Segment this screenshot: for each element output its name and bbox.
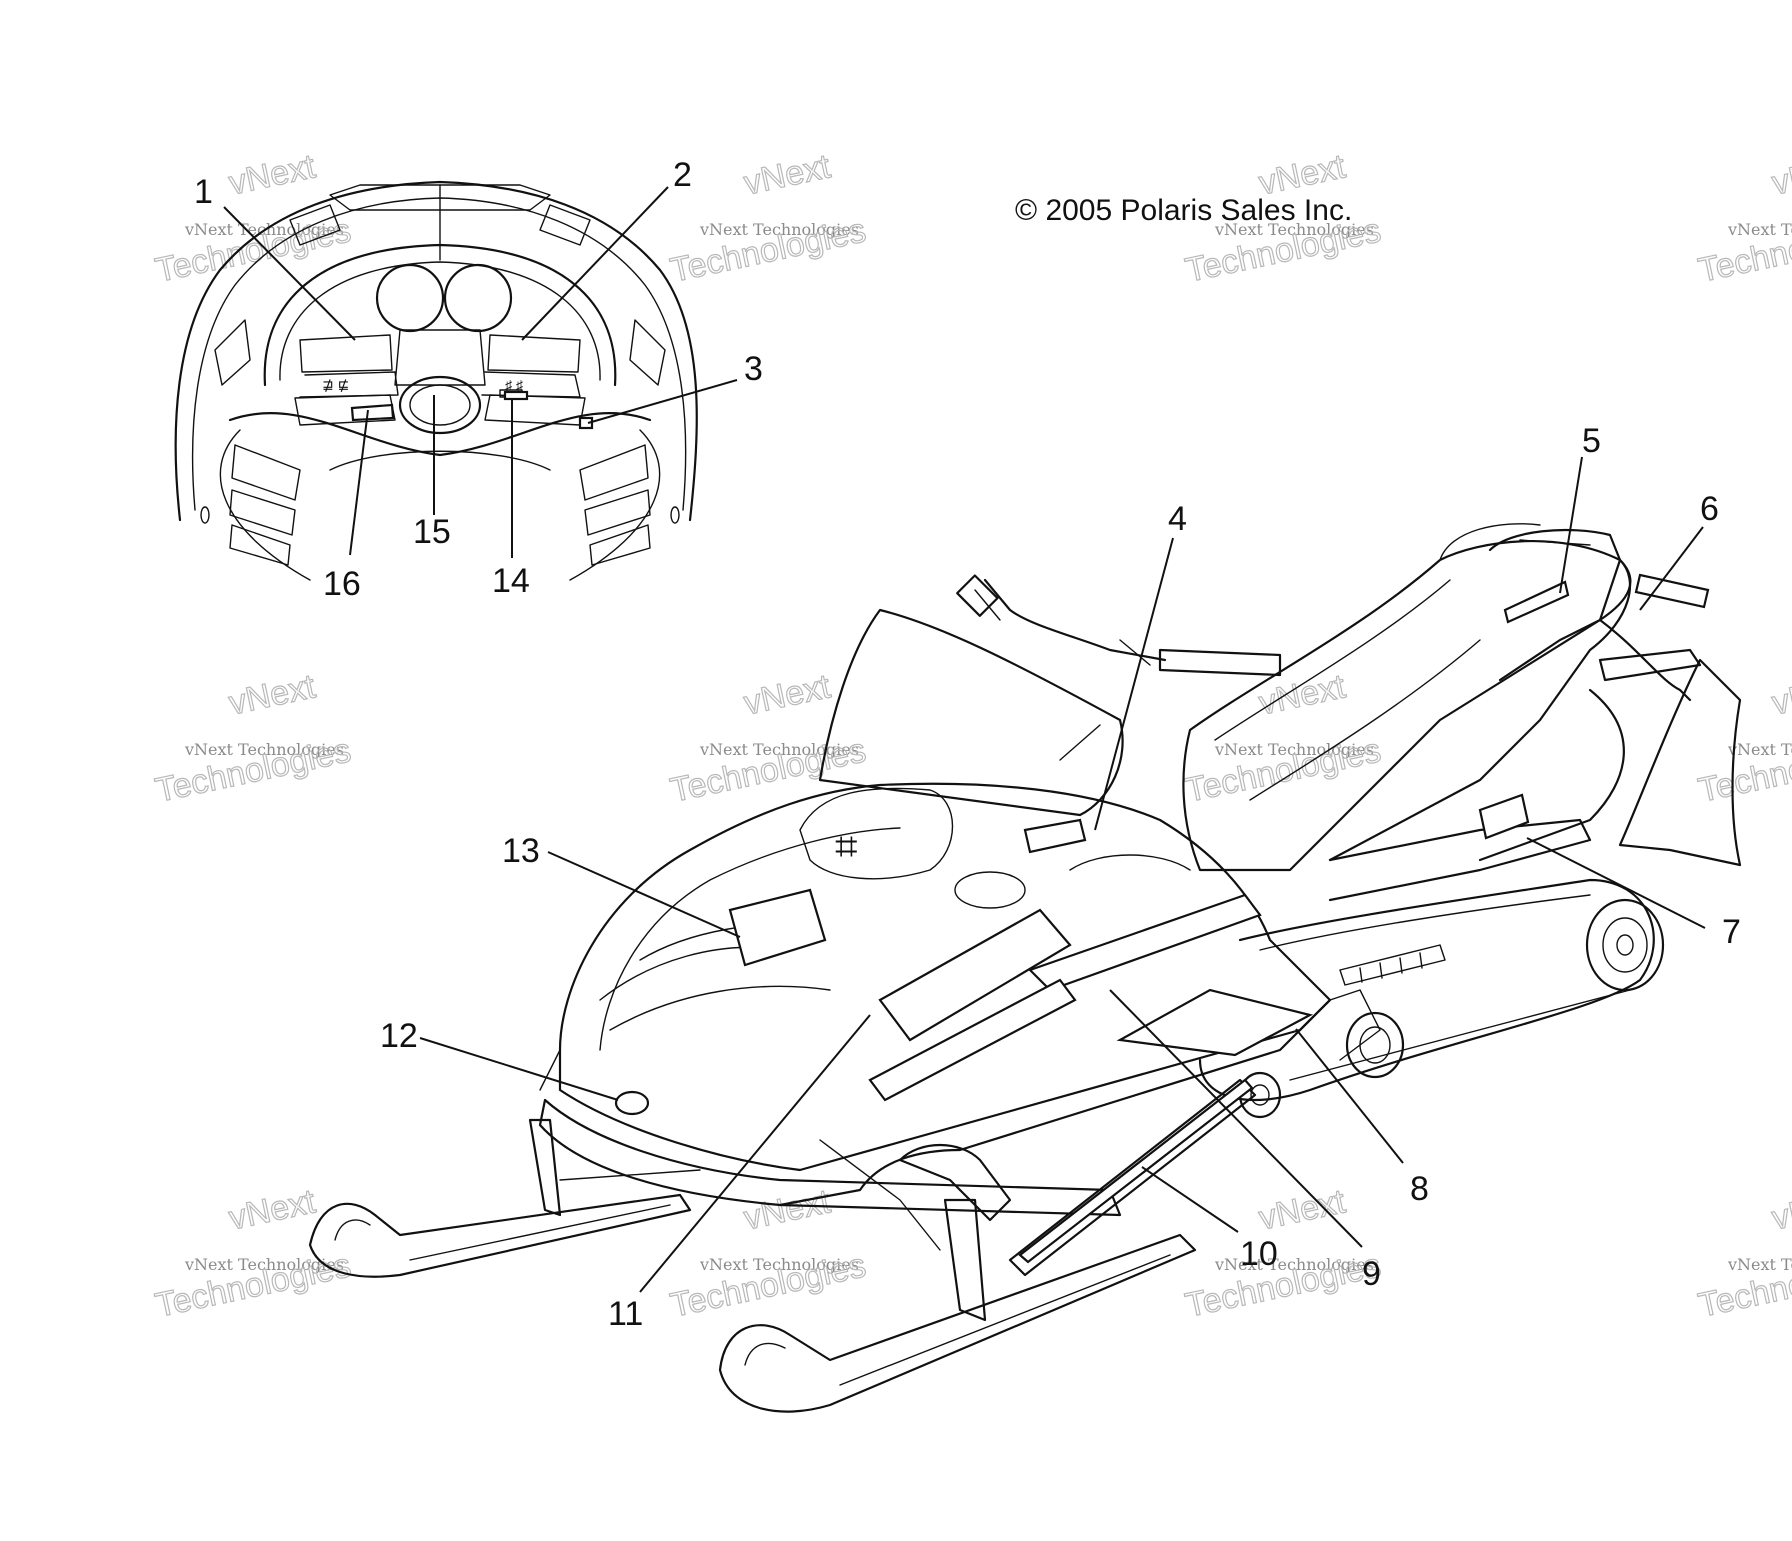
watermark-top: vNext bbox=[741, 1182, 834, 1237]
decal-6 bbox=[1634, 573, 1710, 609]
callout-2: 2 bbox=[673, 156, 692, 194]
decal-4 bbox=[1023, 818, 1087, 854]
watermark-small: vNext Technologies bbox=[1727, 740, 1792, 759]
callout-5: 5 bbox=[1582, 422, 1601, 460]
decal-11b bbox=[868, 978, 1077, 1102]
watermark: vNext vNext Technologies Technologies bbox=[152, 667, 355, 811]
watermark-small: vNext Technologies bbox=[1214, 1255, 1374, 1274]
watermark-top: vNext bbox=[1769, 1182, 1792, 1237]
callout-7: 7 bbox=[1722, 913, 1741, 951]
watermark: vNext vNext Technologies Technologies bbox=[152, 1182, 355, 1326]
watermark-top: vNext bbox=[1769, 667, 1792, 722]
decal-10 bbox=[1018, 1078, 1254, 1264]
watermark-small: vNext Technologies bbox=[1214, 220, 1374, 239]
decal-14 bbox=[503, 390, 529, 401]
callout-14: 14 bbox=[492, 562, 530, 600]
decals bbox=[350, 390, 1710, 1264]
watermark: vNext vNext Technologies Technologies bbox=[1182, 667, 1385, 811]
watermark-top: vNext bbox=[1769, 147, 1792, 202]
watermark: vNext vNext Technologies Technologies bbox=[1695, 1182, 1792, 1326]
watermark: vNext vNext Technologies Technologies bbox=[1695, 147, 1792, 291]
callout-1: 1 bbox=[194, 173, 213, 211]
decal-9 bbox=[1027, 893, 1262, 992]
watermark-small: vNext Technologies bbox=[184, 1255, 344, 1274]
watermark-small: vNext Technologies bbox=[699, 1255, 859, 1274]
panel-icon-left: ⋣ ⋢ bbox=[322, 377, 349, 393]
decal-13 bbox=[728, 888, 827, 967]
watermark-small: vNext Technologies bbox=[699, 740, 859, 759]
callout-11: 11 bbox=[608, 1295, 643, 1333]
callout-15: 15 bbox=[413, 513, 451, 551]
decal-8 bbox=[1116, 988, 1314, 1057]
decal-7 bbox=[1478, 793, 1530, 840]
watermark-small: vNext Technologies bbox=[1727, 1255, 1792, 1274]
copyright-notice: © 2005 Polaris Sales Inc. bbox=[1015, 194, 1352, 227]
callout-9: 9 bbox=[1362, 1255, 1381, 1293]
decal-5 bbox=[1503, 580, 1570, 624]
dashboard-inset: ⋣ ⋢ ♯ ♯ bbox=[174, 180, 698, 581]
callout-3: 3 bbox=[744, 350, 763, 388]
watermark-top: vNext bbox=[1256, 1182, 1349, 1237]
watermarks: vNext vNext Technologies Technologies vN… bbox=[152, 147, 1792, 1326]
callout-16: 16 bbox=[323, 565, 361, 603]
decal-16 bbox=[350, 403, 395, 422]
watermark-top: vNext bbox=[741, 667, 834, 722]
watermark-small: vNext Technologies bbox=[699, 220, 859, 239]
polaris-logo-icon: ⌗ bbox=[835, 825, 858, 869]
watermark: vNext vNext Technologies Technologies bbox=[667, 147, 870, 291]
callout-12: 12 bbox=[380, 1017, 418, 1055]
watermark-top: vNext bbox=[741, 147, 834, 202]
snowmobile-illustration: ⌗ bbox=[308, 523, 1742, 1413]
watermark: vNext vNext Technologies Technologies bbox=[152, 147, 355, 291]
watermark: vNext vNext Technologies Technologies bbox=[1182, 147, 1385, 291]
watermark: vNext vNext Technologies Technologies bbox=[667, 667, 870, 811]
watermark-top: vNext bbox=[226, 147, 319, 202]
callout-4: 4 bbox=[1168, 500, 1187, 538]
decal-12 bbox=[614, 1090, 650, 1116]
watermark-top: vNext bbox=[226, 1182, 319, 1237]
watermark-small: vNext Technologies bbox=[1727, 220, 1792, 239]
watermark-small: vNext Technologies bbox=[1214, 740, 1374, 759]
watermark: vNext vNext Technologies Technologies bbox=[1695, 667, 1792, 811]
watermark-small: vNext Technologies bbox=[184, 740, 344, 759]
callout-labels: 1 2 3 4 5 6 7 8 9 10 11 12 13 14 15 16 bbox=[194, 156, 1741, 1333]
watermark: vNext vNext Technologies Technologies bbox=[1182, 1182, 1385, 1326]
decal-11 bbox=[878, 908, 1072, 1042]
panel-icon-right: ♯ ♯ bbox=[505, 377, 524, 393]
callout-8: 8 bbox=[1410, 1170, 1429, 1208]
watermark-top: vNext bbox=[226, 667, 319, 722]
leader-lines bbox=[223, 186, 1706, 1293]
callout-6: 6 bbox=[1700, 490, 1719, 528]
callout-13: 13 bbox=[502, 832, 540, 870]
callout-10: 10 bbox=[1240, 1235, 1278, 1273]
